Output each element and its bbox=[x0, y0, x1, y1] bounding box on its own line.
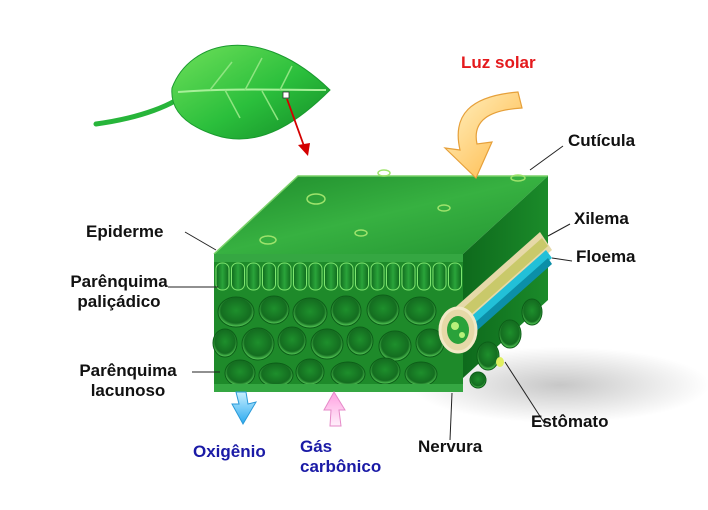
palisade-cell bbox=[246, 262, 261, 291]
palisade-cells bbox=[215, 262, 462, 291]
block-top-face bbox=[214, 176, 548, 254]
spongy-cell bbox=[217, 296, 255, 328]
spongy-cell bbox=[224, 359, 256, 387]
spongy-cells bbox=[212, 294, 445, 388]
palisade-cell bbox=[293, 262, 307, 291]
label-parenquima-palicadico-line1: Parênquima bbox=[70, 272, 168, 291]
spongy-cell bbox=[403, 296, 437, 326]
label-parenquima-lacunoso: Parênquima lacunoso bbox=[70, 361, 186, 401]
spongy-cell bbox=[277, 326, 307, 356]
label-cuticula: Cutícula bbox=[568, 131, 636, 150]
palisade-cell bbox=[355, 262, 369, 291]
label-parenquima-lacunoso-line2: lacunoso bbox=[90, 381, 166, 400]
palisade-cell bbox=[370, 262, 385, 291]
label-oxigenio: Oxigênio bbox=[193, 442, 266, 461]
co2-arrow-icon bbox=[323, 391, 346, 427]
oxygen-arrow-icon bbox=[231, 391, 258, 426]
palisade-cell bbox=[231, 262, 245, 291]
spongy-cell bbox=[369, 357, 401, 385]
vein-bundle bbox=[438, 232, 552, 354]
spongy-cell bbox=[212, 328, 238, 358]
palisade-cell bbox=[432, 262, 447, 291]
palisade-cell bbox=[339, 262, 354, 291]
label-luz-solar: Luz solar bbox=[461, 53, 536, 72]
label-parenquima-lacunoso-line1: Parênquima bbox=[79, 361, 177, 380]
sunlight-arrow-icon bbox=[443, 91, 523, 180]
label-parenquima-palicadico-line2: paliçádico bbox=[77, 292, 161, 311]
label-estomato: Estômato bbox=[531, 412, 609, 431]
spongy-cell bbox=[258, 362, 294, 388]
spongy-cell bbox=[346, 326, 374, 356]
spongy-cell bbox=[292, 297, 328, 329]
label-gas-carbonico-line1: Gás bbox=[300, 437, 333, 456]
palisade-cell bbox=[308, 262, 323, 291]
spongy-cell bbox=[295, 358, 325, 386]
spongy-cell bbox=[404, 361, 438, 387]
palisade-cell bbox=[324, 262, 338, 291]
pointer-arrow-icon bbox=[286, 98, 310, 156]
leader-lines bbox=[168, 145, 573, 441]
palisade-cell bbox=[262, 262, 276, 291]
label-nervura: Nervura bbox=[418, 437, 483, 456]
label-floema: Floema bbox=[576, 247, 636, 266]
leaf-icon bbox=[93, 44, 331, 140]
label-xilema: Xilema bbox=[574, 209, 629, 228]
palisade-cell bbox=[215, 262, 230, 291]
spongy-cell bbox=[330, 361, 366, 387]
spongy-cell bbox=[330, 295, 362, 327]
label-gas-carbonico-line2: carbônico bbox=[300, 457, 382, 476]
spongy-cell bbox=[258, 295, 290, 325]
label-gas-carbonico: Gás carbônico bbox=[300, 437, 381, 477]
palisade-cell bbox=[277, 262, 292, 291]
palisade-cell bbox=[417, 262, 431, 291]
spongy-cell bbox=[241, 327, 275, 361]
palisade-cell bbox=[401, 262, 416, 291]
label-parenquima-palicadico: Parênquima paliçádico bbox=[62, 272, 176, 312]
spongy-cell bbox=[310, 328, 344, 360]
palisade-cell bbox=[448, 262, 462, 291]
spongy-cell bbox=[378, 330, 412, 362]
label-epiderme: Epiderme bbox=[86, 222, 164, 241]
palisade-cell bbox=[386, 262, 400, 291]
spongy-cell bbox=[366, 294, 400, 326]
stoma-marker bbox=[496, 357, 504, 367]
